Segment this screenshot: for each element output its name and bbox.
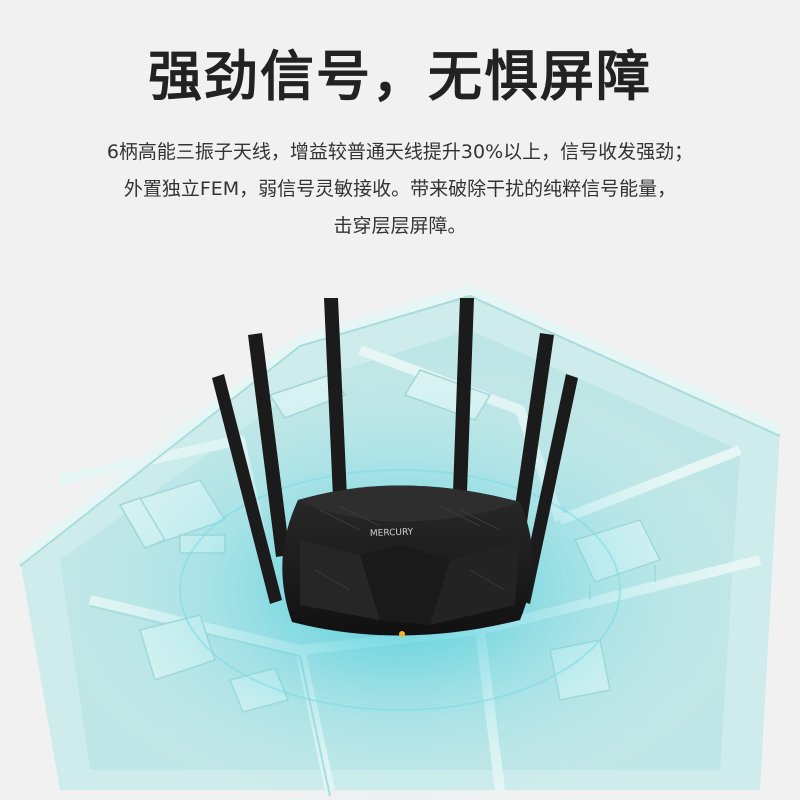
router-floorplan-illustration: MERCURY	[16, 285, 783, 800]
header: 强劲信号，无惧屏障 6柄高能三振子天线，增益较普通天线提升30%以上，信号收发强…	[0, 0, 800, 270]
signal-ring	[179, 469, 621, 711]
router-body: MERCURY	[282, 485, 533, 637]
description-line-1: 6柄高能三振子天线，增益较普通天线提升30%以上，信号收发强劲；	[106, 141, 694, 163]
antenna-1-icon	[212, 374, 282, 604]
product-scene: MERCURY	[0, 240, 800, 800]
status-led-icon	[399, 631, 405, 637]
antennas	[212, 298, 578, 604]
antenna-6-icon	[518, 374, 578, 604]
router-facet-right	[430, 540, 520, 625]
router-facet-left	[300, 540, 380, 620]
description-line-2: 外置独立FEM，弱信号灵敏接收。带来破除干扰的纯粹信号能量，	[123, 178, 677, 200]
headline: 强劲信号，无惧屏障	[148, 45, 652, 108]
antenna-2-icon	[248, 333, 290, 557]
description-line-3: 击穿层层屏障。	[333, 215, 467, 237]
antenna-4-icon	[452, 298, 474, 520]
antenna-3-icon	[324, 298, 348, 520]
brand-logo: MERCURY	[370, 527, 414, 539]
vent-pattern	[314, 505, 506, 591]
router-facet-center	[360, 545, 450, 625]
antenna-5-icon	[508, 333, 554, 557]
